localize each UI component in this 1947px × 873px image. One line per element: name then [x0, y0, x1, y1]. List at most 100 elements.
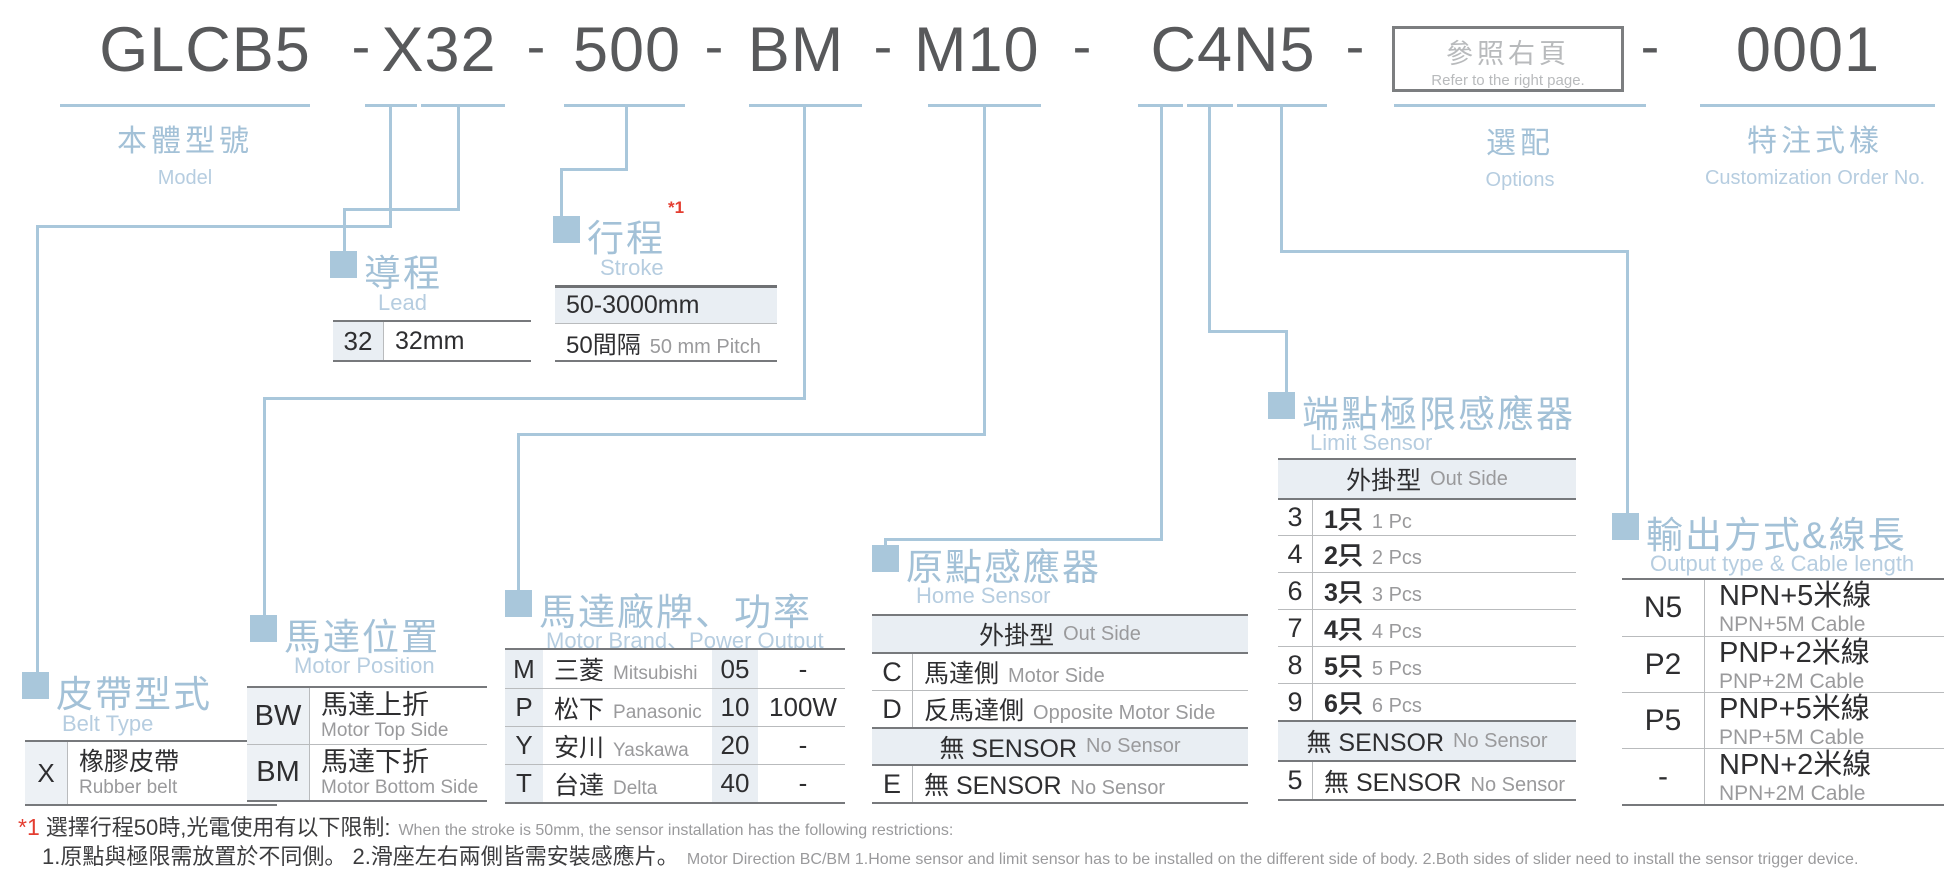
brand-en: Yaskawa	[613, 739, 689, 761]
connector-segment	[343, 208, 460, 211]
section-title-limit-sensor-zh: 端點極限感應器	[1302, 394, 1575, 435]
desc-cell: 馬達側 Motor Side	[913, 654, 1105, 690]
limit-desc-en: 3 Pcs	[1371, 584, 1422, 606]
code-cell: 6	[1278, 573, 1313, 609]
label-customization-en: Customization Order No.	[1704, 167, 1926, 189]
code-cell: X	[25, 742, 68, 804]
desc-cell: PNP+5米線 PNP+5M Cable	[1705, 693, 1870, 749]
output-desc-en: NPN+5M Cable	[1719, 613, 1866, 636]
power-code-cell: 10	[709, 689, 761, 726]
code-separator: -	[704, 14, 724, 77]
limit-desc-en: 5 Pcs	[1371, 658, 1422, 680]
motor-position-desc-en: Motor Top Side	[321, 720, 449, 741]
table-row: 4 2只 2 Pcs	[1278, 535, 1576, 572]
table-row: Y 安川 Yaskawa 20 -	[505, 726, 845, 764]
desc-cell: 無 SENSOR No Sensor	[913, 766, 1165, 802]
code-separator: -	[351, 14, 371, 77]
output-desc-zh: PNP+2米線	[1719, 636, 1870, 669]
connector-segment	[36, 225, 39, 675]
code-cell: M	[505, 650, 546, 688]
section-title-output-en: Output type & Cable length	[1650, 551, 1915, 576]
desc-cell: 1只 1 Pc	[1313, 500, 1412, 536]
code-cell: D	[872, 691, 913, 727]
tick-options	[1394, 104, 1646, 107]
table-row: 3 1只 1 Pc	[1278, 498, 1576, 535]
desc-cell: 反馬達側 Opposite Motor Side	[913, 691, 1215, 727]
section-bullet-icon	[1268, 392, 1295, 419]
label-model-zh: 本體型號	[117, 125, 253, 158]
code-cell: BW	[247, 688, 310, 744]
stroke-pitch-cell: 50間隔 50 mm Pitch	[555, 325, 761, 360]
desc-cell: 橡膠皮帶 Rubber belt	[68, 748, 179, 798]
brand-zh: 台達	[554, 771, 605, 800]
table-row: BM 馬達下折 Motor Bottom Side	[247, 744, 487, 800]
limit-desc-en: 6 Pcs	[1371, 695, 1422, 717]
motor-brand-table: M 三菱 Mitsubishi 05 - P 松下 Panasonic 10 1…	[505, 648, 845, 804]
table-row: C 馬達側 Motor Side	[872, 652, 1248, 690]
limit-desc-zh: 2只	[1324, 542, 1363, 570]
connector-segment	[1285, 330, 1288, 392]
brand-zh: 三菱	[554, 657, 605, 685]
power-cell: -	[798, 768, 808, 798]
power-code-cell: 20	[709, 727, 761, 764]
desc-cell: 3只 3 Pcs	[1313, 573, 1422, 609]
code-cell: E	[872, 766, 913, 802]
connector-segment	[457, 104, 460, 211]
table-row: X 橡膠皮帶 Rubber belt	[25, 742, 277, 804]
section-title-motor-position-en: Motor Position	[294, 653, 435, 678]
power-code-cell: 40	[709, 765, 761, 802]
footnote-line1-zh: 選擇行程50時,光電使用有以下限制:	[45, 815, 391, 840]
section-title-output-zh: 輸出方式&線長	[1646, 515, 1907, 556]
table-row: 50-3000mm	[555, 288, 777, 323]
tick-lead	[421, 104, 505, 107]
brand-en: Mitsubishi	[613, 663, 698, 684]
output-desc-zh: PNP+5米線	[1719, 692, 1870, 725]
stroke-range-cell: 50-3000mm	[555, 291, 699, 320]
label-model-en: Model	[157, 167, 213, 189]
table-row: 7 4只 4 Pcs	[1278, 609, 1576, 646]
home-desc-zh: 無 SENSOR	[924, 772, 1062, 800]
desc-cell: 馬達上折 Motor Top Side	[310, 691, 449, 742]
section-bullet-icon	[250, 615, 277, 642]
limit-desc-zh: 3只	[1324, 579, 1363, 607]
connector-segment	[263, 397, 266, 618]
table-row: 32 32mm	[333, 322, 531, 360]
desc-cell: PNP+2米線 PNP+2M Cable	[1705, 637, 1870, 693]
tick-stroke	[564, 104, 685, 107]
header-zh: 無 SENSOR	[1306, 729, 1445, 757]
header-zh: 外掛型	[979, 622, 1055, 650]
table-header-row: 外掛型 Out Side	[1278, 460, 1576, 498]
table-row: 50間隔 50 mm Pitch	[555, 323, 777, 360]
desc-cell: NPN+5米線 NPN+5M Cable	[1705, 580, 1871, 636]
table-header-row: 外掛型 Out Side	[872, 616, 1248, 652]
tick-model	[60, 104, 310, 107]
label-options-en: Options	[1485, 169, 1555, 191]
model-code-stroke: 500	[572, 15, 682, 85]
connector-segment	[517, 433, 520, 593]
connector-segment	[1280, 104, 1283, 253]
section-bullet-icon	[505, 590, 532, 617]
code-cell: Y	[505, 727, 546, 764]
footnote-line2-en: Motor Direction BC/BM 1.Home sensor and …	[686, 851, 1859, 868]
home-desc-en: Opposite Motor Side	[1033, 702, 1216, 724]
desc-cell: 4只 4 Pcs	[1313, 610, 1422, 646]
desc-cell: 2只 2 Pcs	[1313, 536, 1422, 572]
table-header-row: 無 SENSOR No Sensor	[1278, 720, 1576, 760]
code-cell: P	[505, 689, 546, 726]
desc-cell: 32mm	[384, 327, 464, 356]
lead-desc: 32mm	[395, 326, 465, 355]
table-header-row: 無 SENSOR No Sensor	[872, 727, 1248, 764]
table-row: T 台達 Delta 40 -	[505, 764, 845, 802]
table-row: 5 無 SENSOR No Sensor	[1278, 760, 1576, 799]
footnote-line2-zh: 1.原點與極限需放置於不同側。 2.滑座左右兩側皆需安裝感應片。	[42, 844, 679, 869]
belt-desc-zh: 橡膠皮帶	[79, 748, 180, 776]
connector-segment	[625, 104, 628, 171]
code-cell: 4	[1278, 536, 1313, 572]
code-cell: P2	[1622, 637, 1705, 692]
header-en: No Sensor	[1453, 729, 1548, 752]
limit-desc-en: 1 Pc	[1371, 510, 1412, 533]
limit-desc-en: 4 Pcs	[1371, 621, 1422, 643]
refer-box-en: Refer to the right page.	[1431, 72, 1585, 89]
home-desc-zh: 反馬達側	[924, 697, 1025, 725]
